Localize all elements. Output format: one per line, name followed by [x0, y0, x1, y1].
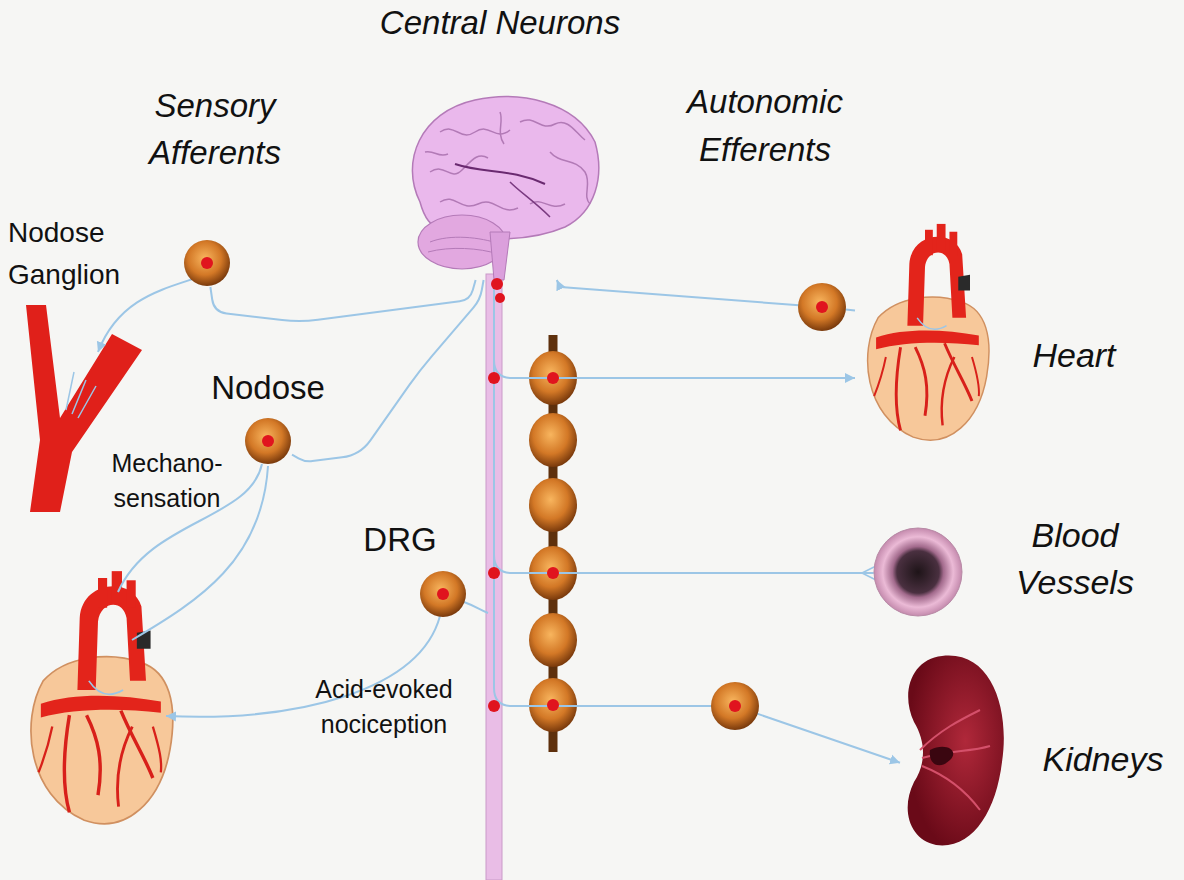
- ganglion-circle: [420, 571, 466, 617]
- brain-illustration: [412, 97, 598, 239]
- vessel-illustration: [873, 527, 963, 617]
- sympathetic-chain: [529, 613, 577, 667]
- kidney-illustration: Kidneys: [900, 650, 1010, 850]
- brain-illustration: [490, 232, 510, 280]
- brain-illustration: [500, 112, 504, 144]
- brain-illustration: [510, 182, 550, 217]
- section-heading: Sensory Afferents: [125, 82, 305, 176]
- nerve-fiber: [132, 466, 268, 640]
- brain-illustration: [520, 120, 585, 140]
- brain-illustration: [400, 92, 600, 280]
- nerve-connector: [494, 280, 873, 573]
- ganglion-circle: [437, 588, 449, 600]
- ganglion-circle: Nodose: [244, 417, 292, 465]
- organ-label: Blood Vessels: [1000, 512, 1150, 606]
- ganglion-circle: [419, 570, 467, 618]
- ganglion-circle: Nodose Ganglion: [183, 239, 231, 287]
- heart-illustration: [31, 571, 173, 824]
- region-heading: Central Neurons: [377, 0, 623, 46]
- sympathetic-chain: [529, 546, 577, 600]
- ganglion-symbol: [711, 682, 759, 730]
- brain-illustration: [425, 112, 590, 210]
- fiber-label: Acid-evoked nociception: [292, 672, 476, 742]
- brain-illustration: Central Neurons: [400, 92, 600, 280]
- spinal-cord: [486, 274, 502, 880]
- sympathetic-chain: [529, 351, 577, 405]
- synapse-dot: [547, 372, 559, 384]
- synapse-dot: [491, 278, 503, 290]
- synapse-dot: [488, 567, 500, 579]
- synapse-dot: [547, 699, 559, 711]
- brain-illustration: [550, 152, 590, 204]
- brain-illustration: [428, 237, 500, 254]
- ganglion-label: Nodose Ganglion: [8, 212, 138, 296]
- ganglion-circle: [183, 239, 231, 287]
- brain-illustration: [440, 199, 518, 210]
- synapse-dot: [547, 567, 559, 579]
- nerve-connector: [557, 280, 855, 311]
- kidney-illustration: [900, 650, 1010, 850]
- carotid-artery: [26, 305, 142, 512]
- nerve-fiber: [464, 602, 488, 613]
- ganglion-symbol: [711, 283, 846, 730]
- sympathetic-chain: [529, 478, 577, 532]
- sympathetic-chain: [529, 413, 577, 467]
- carotid-artery: [26, 305, 142, 512]
- kidney-illustration: [908, 656, 1004, 846]
- vessel-illustration: Blood Vessels: [873, 527, 963, 617]
- ganglion-symbol: [816, 301, 828, 313]
- nerve-connector: [494, 280, 900, 763]
- kidney-illustration: [920, 710, 990, 810]
- heart-illustration: [868, 224, 989, 440]
- brain-illustration: [440, 129, 510, 135]
- heart-illustration: [855, 220, 995, 445]
- heart-illustration: Heart: [855, 220, 995, 445]
- nerve-fiber: [166, 616, 440, 717]
- nerve-connector: [210, 280, 475, 321]
- fiber-label: Mechano- sensation: [92, 446, 242, 516]
- ganglion-circle: [262, 435, 274, 447]
- kidney-illustration: [930, 747, 953, 765]
- synapse-dot: [488, 278, 559, 712]
- brain-illustration: [425, 152, 448, 155]
- sympathetic-chain: [529, 678, 577, 732]
- ganglion-label: DRG: [350, 520, 450, 560]
- ganglion-circle: [201, 257, 213, 269]
- synapse-dot: [495, 293, 505, 303]
- vessel-illustration: [874, 528, 962, 616]
- ganglion-symbol: [729, 700, 741, 712]
- ganglion-symbol: [798, 283, 846, 331]
- nerve-connector: [292, 280, 484, 461]
- brain-illustration: [455, 164, 545, 184]
- nerve-fiber: [118, 464, 262, 592]
- carotid-artery: [66, 372, 96, 418]
- organ-label: Heart: [1012, 334, 1136, 376]
- ganglion-circle: DRG: [419, 570, 467, 618]
- ganglion-circle: [184, 240, 230, 286]
- spinal-cord: [486, 274, 502, 880]
- nerve-fiber: [98, 278, 930, 717]
- heart-illustration: [31, 571, 173, 824]
- ganglion-circle: [245, 418, 291, 464]
- ganglion-circle: [244, 417, 292, 465]
- organ-label: Kidneys: [1028, 738, 1178, 780]
- sympathetic-chain: [529, 335, 577, 752]
- section-heading: Autonomic Efferents: [655, 78, 875, 174]
- ganglion-label: Nodose: [188, 368, 348, 408]
- synapse-dot: [488, 700, 500, 712]
- synapse-dot: [488, 372, 500, 384]
- nerve-connector: [494, 280, 855, 378]
